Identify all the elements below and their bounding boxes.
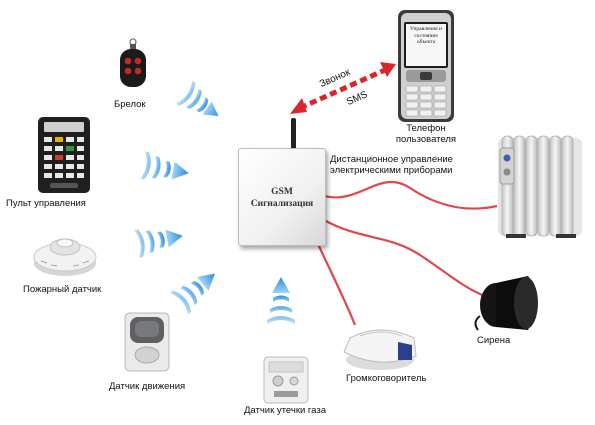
- smoke-detector-device: [33, 238, 97, 276]
- wireless-wave-icon: [267, 277, 295, 324]
- siren-label: Сирена: [477, 335, 511, 346]
- remote-label: Пульт управления: [6, 198, 86, 209]
- wire-to-heater: [323, 181, 498, 210]
- keyfob-label: Брелок: [114, 99, 146, 110]
- wireless-wave-icon: [134, 229, 183, 258]
- radiator-device: [498, 135, 582, 238]
- wire-to-speaker: [317, 243, 357, 326]
- gsm-alarm-unit: GSM Сигнализация: [238, 148, 326, 246]
- speaker-device: [343, 329, 417, 370]
- hub-title-line2: Сигнализация: [250, 199, 314, 209]
- siren-device: [474, 276, 538, 331]
- wireless-wave-icon: [169, 273, 215, 315]
- wireless-wave-icon: [176, 80, 219, 117]
- hub-title-line1: GSM: [271, 187, 293, 197]
- remote-control-device: [38, 117, 90, 193]
- keyfob-device: [120, 38, 146, 87]
- remote-control-label-line2: электрическими приборами: [330, 165, 453, 176]
- wireless-waves: [134, 80, 295, 324]
- gas-detector-device: [263, 356, 309, 404]
- phone-label-line2: пользователя: [395, 134, 457, 145]
- remote-control-label-line1: Дистанционное управление: [330, 154, 453, 165]
- phone-label-line1: Телефон: [406, 123, 446, 134]
- sms-call-arrow: [290, 62, 396, 114]
- speaker-label: Громкоговоритель: [346, 373, 427, 384]
- gas-detector-label: Датчик утечки газа: [244, 405, 326, 416]
- wire-group: [317, 181, 498, 326]
- wire-to-siren: [323, 219, 483, 297]
- smoke-detector-label: Пожарный датчик: [23, 284, 102, 295]
- hub-antenna: [291, 118, 296, 150]
- motion-detector-label: Датчик движения: [109, 381, 186, 392]
- wireless-wave-icon: [140, 151, 189, 180]
- phone-screen-text: Управление и состояние объекта: [410, 26, 442, 45]
- motion-detector-device: [124, 312, 170, 372]
- mobile-phone-device: [398, 10, 454, 122]
